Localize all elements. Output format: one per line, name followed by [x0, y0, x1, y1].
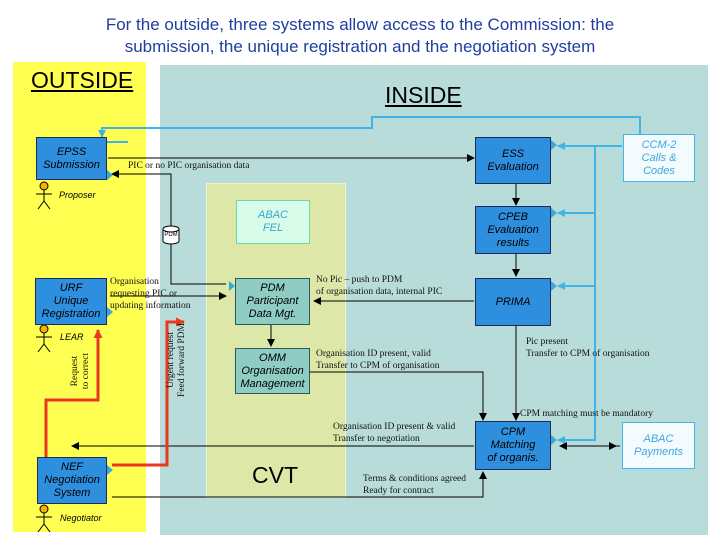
cvt-label: CVT [252, 462, 298, 488]
nef-to-cpm-arrow [112, 471, 487, 498]
title-line-1: For the outside, three systems allow acc… [105, 15, 615, 34]
omm-to-cpm-arrow [310, 371, 487, 421]
lear-label: LEAR [60, 332, 84, 342]
note-org-id-present: Organisation ID present, valid Transfer … [316, 349, 440, 371]
note-urgent-request: Urgent request Feed forward PDM [166, 323, 187, 397]
ccm2-vertical-link [557, 146, 596, 444]
note-pic-data: PIC or no PIC organisation data [128, 161, 250, 171]
note-terms: Terms & conditions agreed Ready for cont… [363, 474, 467, 496]
urf-unique-registration-box[interactable]: URF Unique Registration [35, 278, 107, 325]
note-no-pic: No Pic – push to PDM of organisation dat… [316, 275, 443, 297]
inside-label: INSIDE [385, 82, 462, 108]
ccm2-top-link [98, 116, 641, 138]
note-org-requesting: Organisation requesting PIC or updating … [110, 277, 191, 311]
negotiator-actor [36, 504, 52, 533]
pdm-database-icon [162, 225, 180, 245]
request-to-correct-arrow [44, 329, 103, 460]
urgent-request-arrow [112, 317, 185, 467]
note-org-id-negotiation: Organisation ID present & valid Transfer… [333, 422, 456, 444]
outside-label: OUTSIDE [31, 67, 134, 93]
cpm-matching-box[interactable]: CPM Matching of organis. [475, 421, 551, 470]
ess-evaluation-box[interactable]: ESS Evaluation [475, 137, 551, 184]
pdm-participant-data-box[interactable]: PDM Participant Data Mgt. [235, 278, 310, 325]
ccm2-calls-codes-box[interactable]: CCM-2 Calls & Codes [623, 134, 695, 182]
negotiator-label: Negotiator [60, 513, 102, 523]
note-request-to-correct: Request to correct [70, 352, 91, 390]
note-cpm-mandatory: CPM matching must be mandatory [520, 409, 653, 419]
epss-submission-box[interactable]: EPSS Submission [36, 137, 107, 180]
cpeb-evaluation-results-box[interactable]: CPEB Evaluation results [475, 206, 551, 254]
proposer-actor [36, 181, 52, 210]
lear-actor [36, 324, 52, 353]
proposer-label: Proposer [59, 190, 96, 200]
note-pic-present: Pic present Transfer to CPM of organisat… [526, 337, 650, 359]
omm-organisation-management-box[interactable]: OMM Organisation Management [235, 348, 310, 394]
title-line-2: submission, the unique registration and … [124, 37, 596, 56]
prima-box[interactable]: PRIMA [475, 278, 551, 326]
abac-payments-box[interactable]: ABAC Payments [622, 422, 695, 469]
pdm-db-label: PDM [164, 232, 178, 238]
title: For the outside, three systems allow acc… [0, 14, 720, 58]
abac-fel-box[interactable]: ABAC FEL [236, 200, 310, 244]
nef-negotiation-system-box[interactable]: NEF Negotiation System [37, 457, 107, 504]
